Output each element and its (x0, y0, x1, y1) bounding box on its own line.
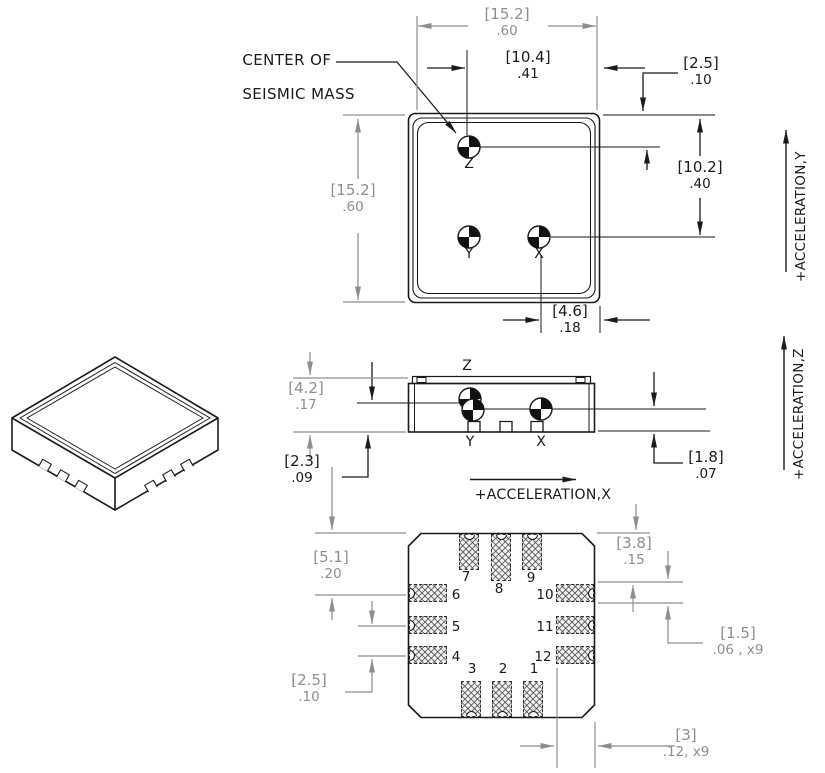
pad-6 (409, 584, 447, 602)
accel-z-label: +ACCELERATION,Z (791, 348, 807, 480)
top-view-outline (407, 112, 601, 304)
cg-z-top (457, 135, 481, 159)
castellation-icon (588, 619, 593, 631)
castellation-icon (526, 535, 538, 540)
pad-7-label: 7 (461, 569, 471, 585)
pad-6-label: 6 (451, 587, 461, 603)
pad-3-label: 3 (467, 661, 477, 677)
pad-8-label: 8 (494, 581, 504, 597)
top-view-z-label: Z (464, 156, 474, 172)
castellation-icon (463, 535, 475, 540)
cg-x-side (529, 397, 553, 421)
pad-2-label: 2 (498, 661, 508, 677)
side-view-x-label: X (536, 434, 546, 450)
dim-top-edge-to-xy: [10.2] .40 (677, 158, 723, 193)
dim-z-to-right-edge: [10.4] .41 (505, 48, 551, 83)
castellation-icon (465, 711, 477, 716)
dim-top-edge-to-z: [2.5] .10 (683, 54, 719, 89)
accel-x-label: +ACCELERATION,X (474, 487, 612, 503)
dim-yz-axis-to-base: [2.3] .09 (284, 452, 320, 487)
dims-black (342, 65, 789, 483)
pad-1-label: 1 (529, 661, 539, 677)
castellation-icon (588, 649, 593, 661)
castellation-icon (496, 711, 508, 716)
dim-x-axis-to-base: [1.8] .07 (688, 448, 724, 483)
pad-12 (556, 646, 594, 664)
dim-package-height: [4.2] .17 (288, 379, 324, 414)
pad-9-label: 9 (526, 570, 536, 586)
side-view-y-label: Y (465, 434, 475, 450)
castellation-icon (527, 711, 539, 716)
pad-5 (409, 616, 447, 634)
callout-line2: SEISMIC MASS (242, 85, 355, 103)
cg-z-side (458, 387, 482, 411)
top-view-y-label: Y (464, 246, 474, 262)
castellation-icon (410, 649, 415, 661)
center-of-seismic-mass-callout: CENTER OF SEISMIC MASS (232, 35, 355, 103)
castellation-icon (588, 587, 593, 599)
side-view-outline (407, 375, 596, 433)
pad-11-label: 11 (536, 619, 554, 635)
accel-y-label: +ACCELERATION,Y (793, 151, 809, 282)
dim-pad-width: [1.5] .06 , x9 (712, 624, 764, 659)
centerlines (357, 50, 715, 432)
castellation-notches (38, 458, 194, 493)
dim-x-to-right-edge: [4.6] .18 (552, 302, 588, 337)
bottom-view (408, 533, 595, 718)
top-view-x-label: X (534, 246, 544, 262)
pad-4 (409, 646, 447, 664)
pad-10-label: 10 (536, 587, 554, 603)
castellation-icon (410, 587, 415, 599)
cg-y-top (457, 225, 481, 249)
callout-line1: CENTER OF (242, 51, 332, 69)
pad-11 (556, 616, 594, 634)
pad-2 (492, 681, 512, 717)
dim-body-height: [15.2] .60 (330, 181, 376, 216)
dim-edge-to-first-pad: [5.1] .20 (313, 548, 349, 583)
cg-x-top (527, 225, 551, 249)
pad-10 (556, 584, 594, 602)
castellation-icon (495, 535, 507, 540)
dim-edge-to-pad-top: [3.8] .15 (616, 534, 652, 569)
pad-1 (523, 681, 543, 717)
mounting-pins (467, 420, 544, 432)
castellation-icon (410, 619, 415, 631)
cg-y-side (461, 398, 485, 422)
pad-7 (459, 534, 479, 570)
dim-pad-pitch-side: [2.5] .10 (291, 671, 327, 706)
pad-8 (491, 534, 511, 581)
dim-body-width: [15.2] .60 (484, 5, 530, 40)
pad-5-label: 5 (451, 619, 461, 635)
side-view-z-label: Z (462, 358, 472, 374)
isometric-view (11, 356, 219, 511)
pad-9 (522, 534, 542, 570)
pad-3 (461, 681, 481, 717)
cg-symbols (457, 135, 553, 422)
dim-pad-pitch-bottom: [3] .12, x9 (662, 726, 710, 761)
